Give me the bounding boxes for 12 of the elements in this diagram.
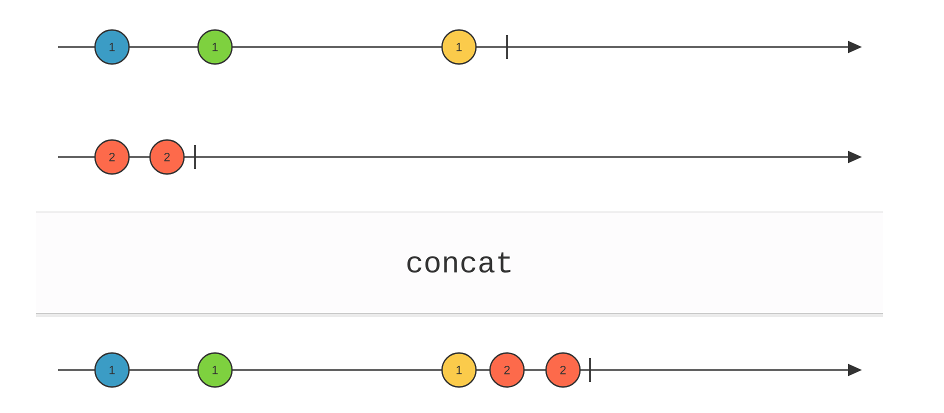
marble: 2 (94, 139, 130, 175)
marble: 1 (94, 352, 130, 388)
marble: 2 (489, 352, 525, 388)
marble: 2 (545, 352, 581, 388)
node-label: concat (407, 252, 510, 273)
marble: 1 (197, 29, 233, 65)
marble: 1 (441, 352, 477, 388)
marble: 1 (94, 29, 130, 65)
marble: 1 (441, 29, 477, 65)
marble: 2 (149, 139, 185, 175)
marble: 1 (197, 352, 233, 388)
operator-box: concat (36, 212, 884, 317)
